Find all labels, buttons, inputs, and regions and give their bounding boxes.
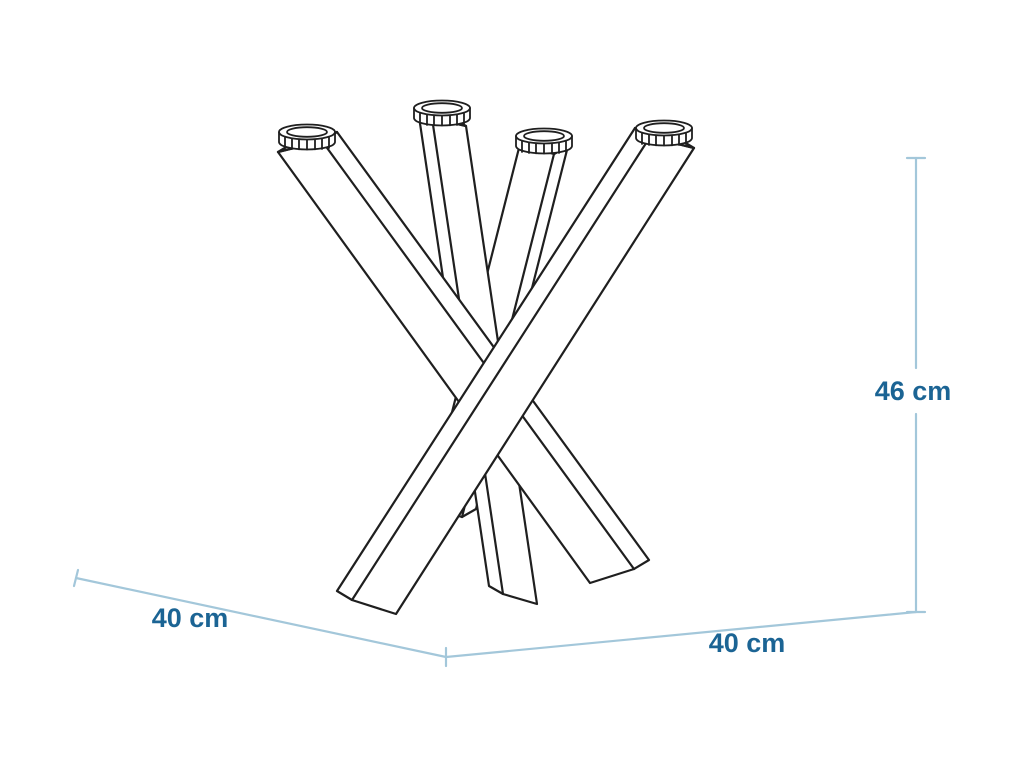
beam-edge-line	[350, 135, 652, 602]
knurled-cap-back	[412, 99, 472, 127]
width-dimension-line	[444, 610, 918, 659]
dimension-lines	[72, 156, 927, 668]
x-base-line-art	[276, 99, 696, 616]
depth-tick-start	[72, 568, 80, 588]
depth-dimension-line	[74, 576, 448, 659]
knurled-cap-right	[634, 119, 694, 147]
knurled-cap-front	[514, 127, 574, 155]
width-dimension-label: 40 cm	[709, 628, 786, 658]
knurled-cap-left	[277, 123, 337, 151]
depth-dimension-label: 40 cm	[152, 603, 229, 633]
height-dimension-label: 46 cm	[875, 376, 952, 406]
beam-edge-line	[320, 139, 636, 571]
